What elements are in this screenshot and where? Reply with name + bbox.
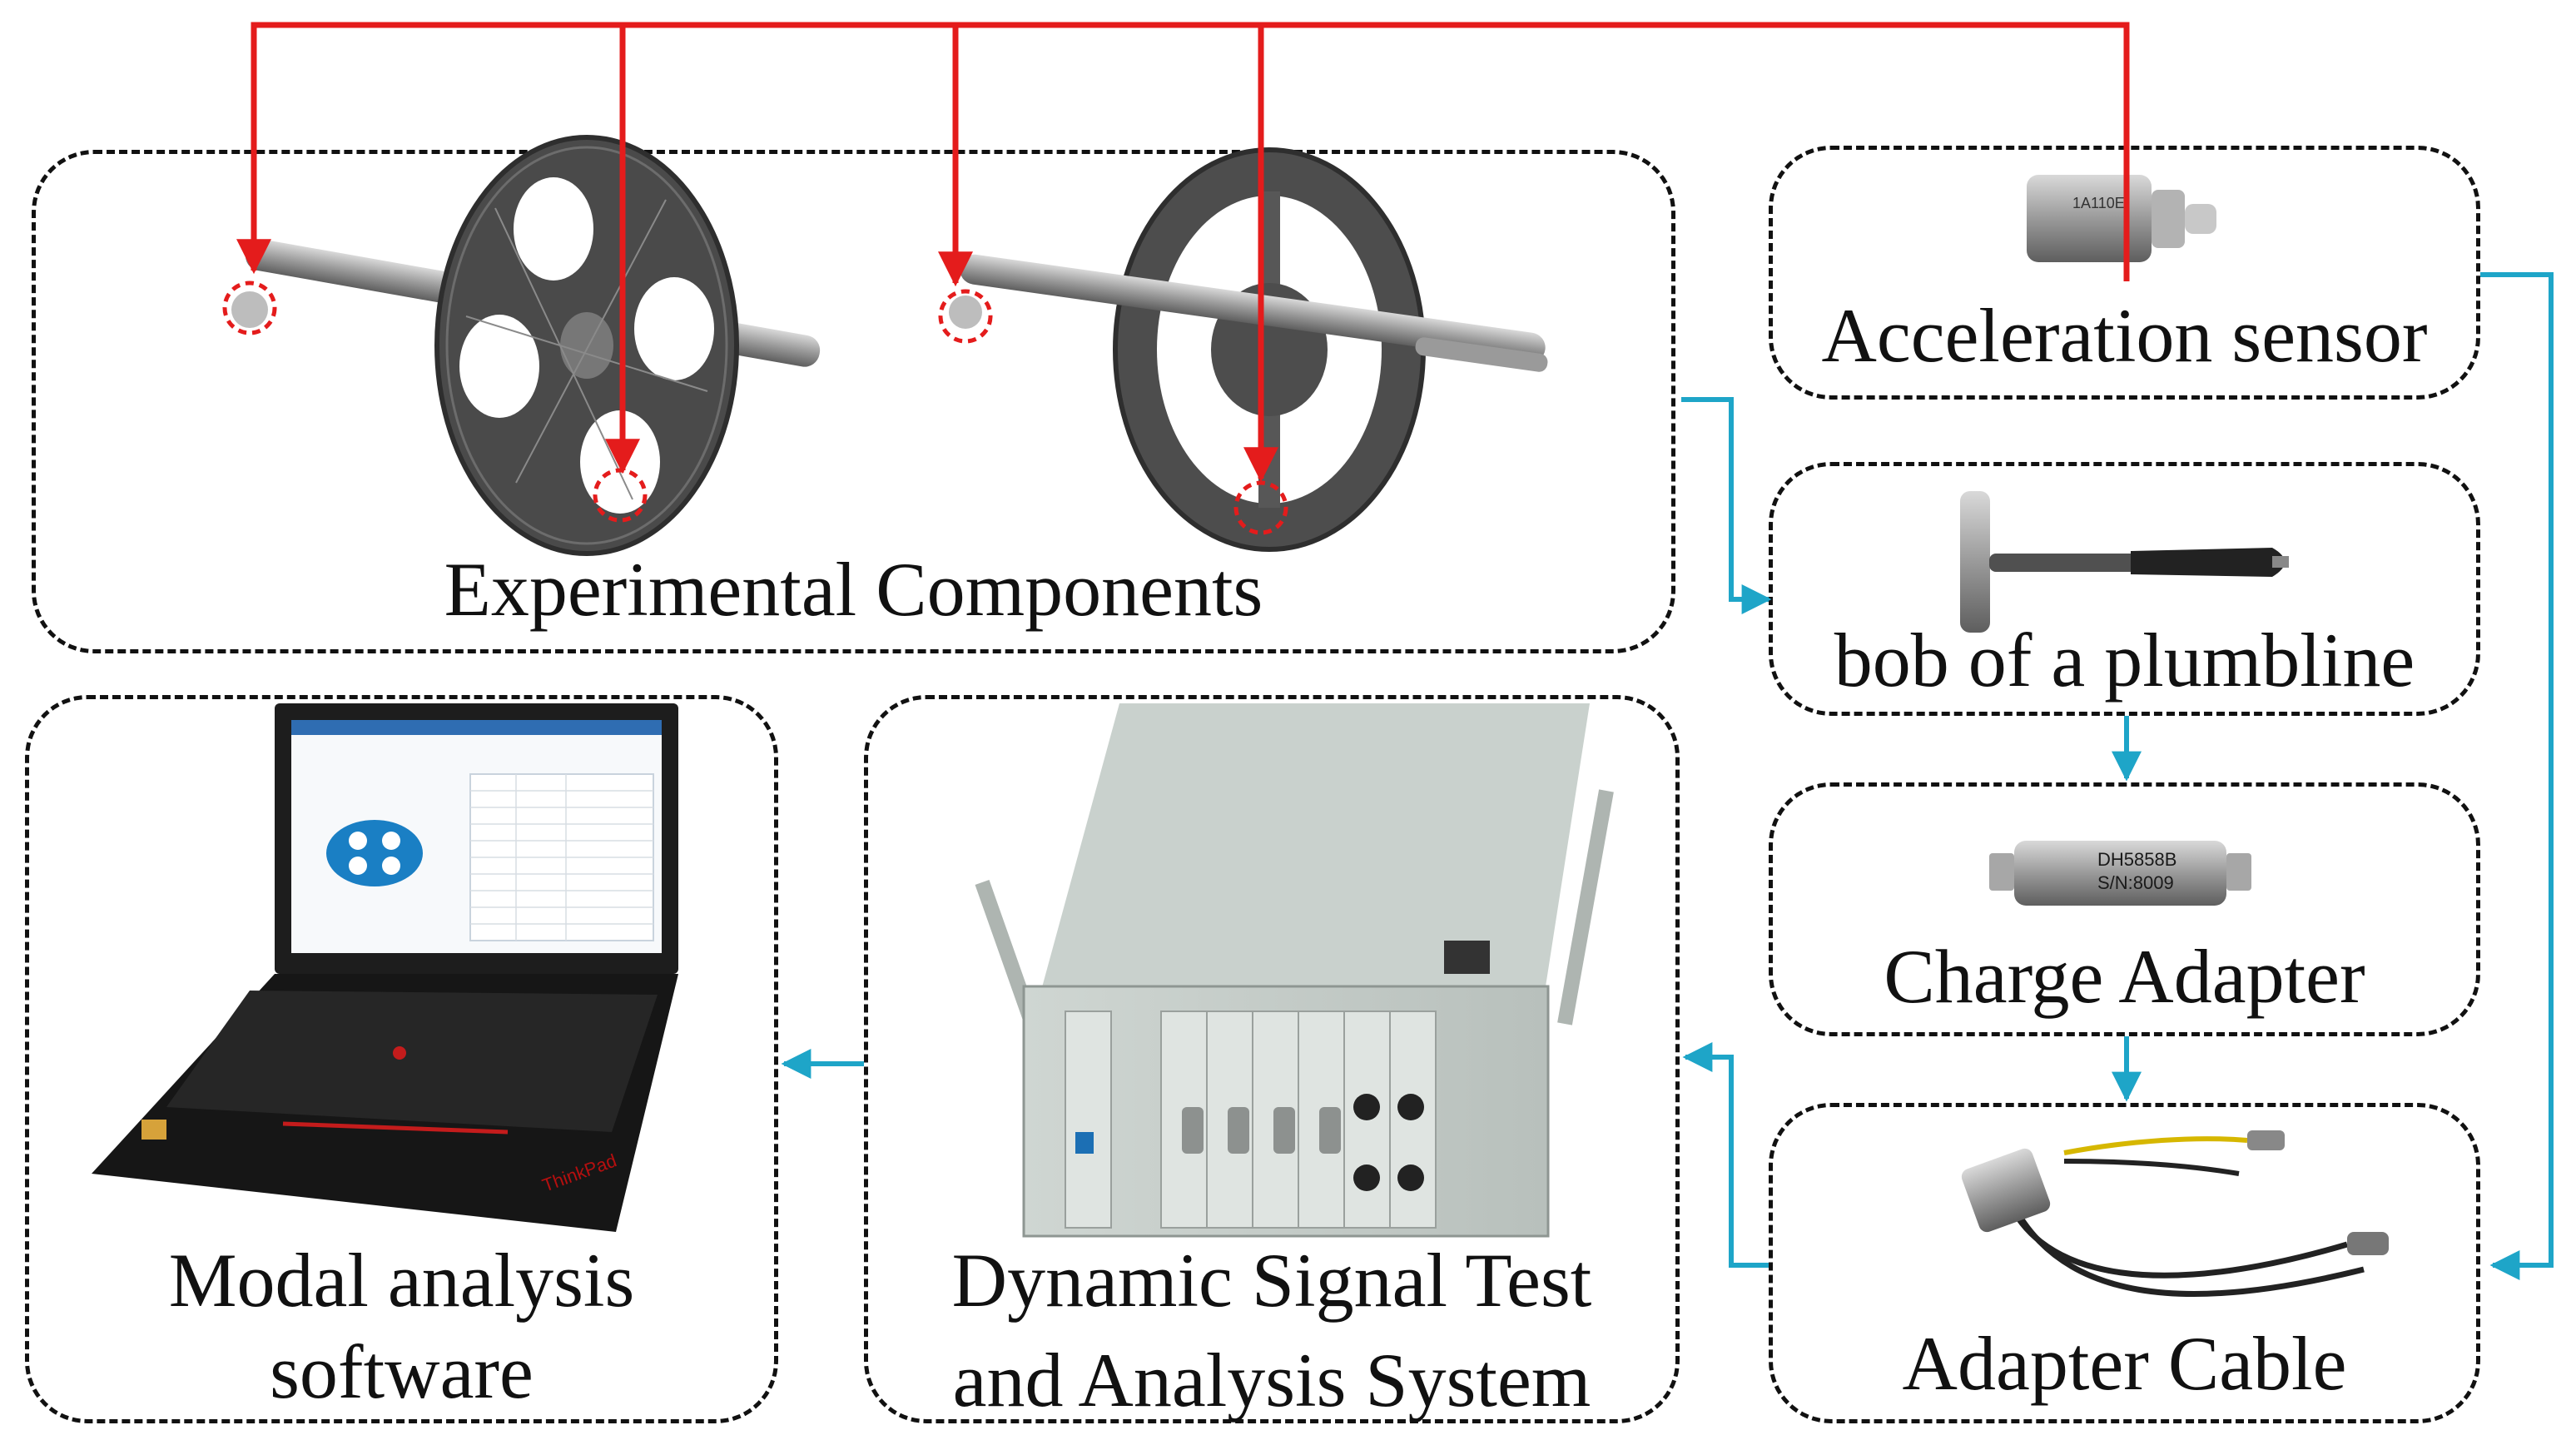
adapter-model-text: DH5858B [2097,849,2176,870]
charge-adapter-label: Charge Adapter [1884,934,2365,1019]
impact-hammer-image [1960,491,2289,633]
dynamic-signal-system-box [864,695,1680,1423]
dynamic-signal-system-label-line2: and Analysis System [952,1338,1591,1423]
modal-analysis-label-line2: software [270,1329,534,1414]
disk-specimen-one [231,135,821,556]
adapter-serial-text: S/N:8009 [2097,872,2174,893]
impact-point-markers [222,281,1288,535]
modal-analysis-box [25,695,778,1423]
adapter-cable-box [1769,1103,2480,1423]
acceleration-sensor-image: 1A110E [2027,175,2216,262]
sensor-model-text: 1A110E [2072,195,2125,211]
laptop-image: ThinkPad [92,703,678,1232]
experimental-components-label: Experimental Components [444,547,1263,632]
disk-specimen-two [949,147,1548,552]
acceleration-sensor-label: Acceleration sensor [1821,293,2428,378]
signal-chassis-image [975,703,1614,1238]
plumb-bob-label: bob of a plumbline [1834,618,2415,703]
excitation-lines [236,22,2130,483]
experimental-components-box [32,150,1675,653]
signal-flow-arrows [781,272,2554,1280]
modal-analysis-label-line1: Modal analysis [168,1238,635,1323]
dynamic-signal-system-label-line1: Dynamic Signal Test [951,1238,1592,1323]
charge-adapter-image: DH5858B S/N:8009 [1989,841,2251,906]
charge-adapter-box [1769,782,2480,1036]
adapter-cable-image [1961,1130,2389,1298]
adapter-cable-label: Adapter Cable [1902,1321,2347,1406]
